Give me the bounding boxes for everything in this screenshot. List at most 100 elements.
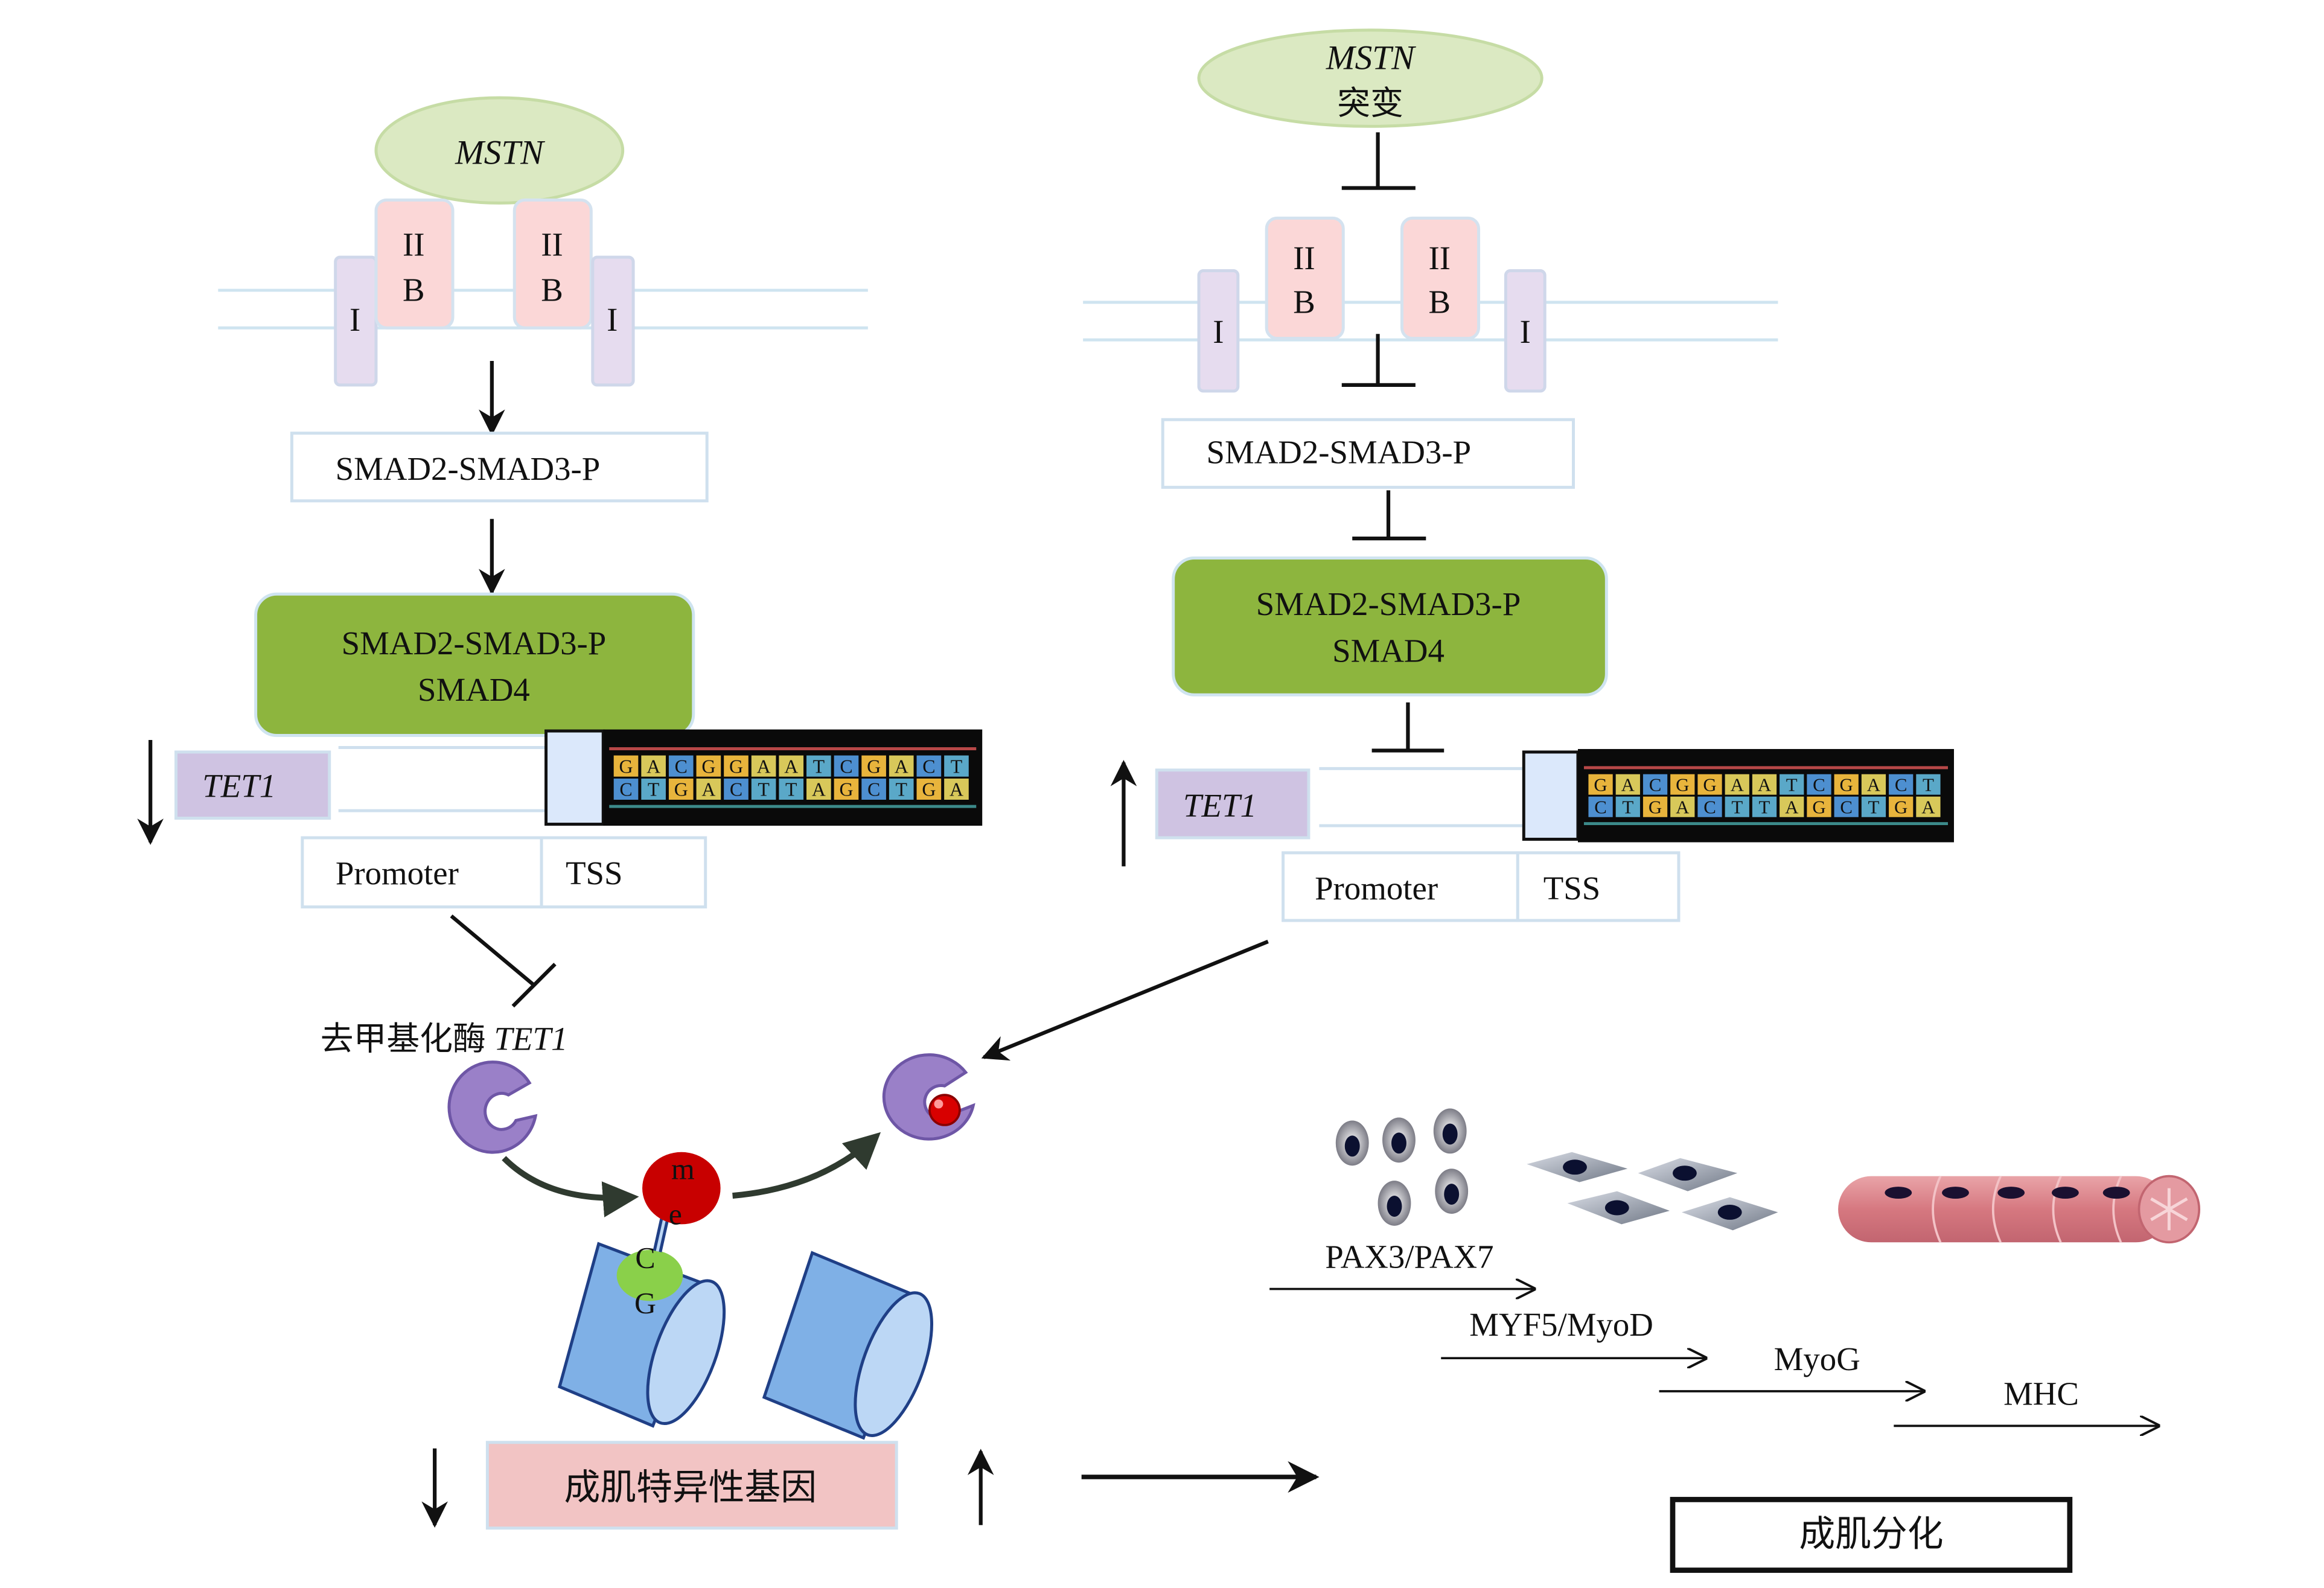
dna-base-bottom-letter: C [619,779,632,800]
dna-base-bottom [1642,796,1668,817]
differentiation-box [1670,1497,2073,1573]
left-inhibit-bar [511,963,557,1008]
marker-pax3-pax7: PAX3/PAX7 [1325,1239,1493,1275]
dna-base-bottom [1615,796,1640,817]
dna-base-bottom-letter: A [950,779,963,800]
dna-base-bottom [1588,796,1613,817]
dna-base-top [1615,774,1640,795]
dna-base-bottom-letter: T [758,779,769,800]
dna-base-bottom-letter: A [701,779,715,800]
tet1-enzyme-icon-bound [882,1053,975,1141]
dna-base-top [806,755,831,777]
methyl-group-icon [642,1152,721,1225]
right-receptor-iib-2 [1400,216,1481,340]
dna-base-bottom-letter: G [674,779,688,800]
left-smad-p-label: SMAD2-SMAD3-P [336,450,601,487]
enzyme-approach-arrow [502,1156,639,1217]
dna-base-top [1588,774,1613,795]
dna-base-bottom [806,778,831,800]
dna-base-top [1889,774,1914,795]
right-panel: MSTN 突变 I II B II B I SMAD2-SMAD3-P SMAD… [981,28,1954,1061]
dna-base-top [613,755,639,777]
dna-base-top-letter: G [1594,774,1607,795]
dna-base-bottom [1752,796,1777,817]
dna-base-top [641,755,666,777]
myogenic-genes-label: 成肌特异性基因 [564,1467,817,1507]
dna-base-top [668,755,694,777]
dna-base-top-letter: G [619,756,633,777]
dna-base-top [944,755,969,777]
dna-base-top-letter: A [757,756,771,777]
dna-base-top-letter: A [1621,774,1635,795]
dna-base-top-letter: G [1840,774,1853,795]
dna-base-top-letter: G [1703,774,1716,795]
dna-base-bottom-letter: C [1594,797,1607,818]
dna-base-bottom-letter: T [1759,797,1770,818]
dna-base-top-letter: A [1731,774,1745,795]
right-promoter-block [1522,750,1580,841]
dna-base-top-letter: T [1786,774,1798,795]
cpg-site-icon [616,1249,683,1301]
dna-base-top [724,755,749,777]
left-tet1-box [174,750,331,820]
right-receptor-i-2-label: I [1520,313,1531,350]
dna-base-top-letter: T [1923,774,1934,795]
dna-base-bottom-letter: T [1622,797,1633,818]
demethylation-scene: m e C G 成肌特异性基因 [421,1053,1320,1530]
dna-base-bottom-letter: T [648,779,659,800]
dna-base-bottom [861,778,886,800]
myoblasts-icon [1527,1152,1778,1231]
dna-base-bottom-letter: G [1894,797,1907,818]
dna-base-bottom-letter: C [867,779,880,800]
left-receptor-i-2-label: I [607,301,618,338]
left-panel: MSTN I II B II B I SMAD2-SMAD3-P SMAD2-S… [137,96,983,1057]
released-methyl-highlight [934,1099,943,1109]
right-tet1-label: TET1 [1183,787,1257,824]
marker-mhc: MHC [2003,1375,2079,1412]
right-mutation-label: 突变 [1337,85,1403,121]
dna-base-bottom-letter: C [1840,797,1853,818]
dna-base-bottom-letter: A [1676,797,1690,818]
dna-base-top-letter: A [784,756,798,777]
left-promoter-block [544,729,605,826]
left-tss-box [540,836,707,909]
dna-base-bottom [724,778,749,800]
dna-base-bottom-letter: T [1868,797,1880,818]
marker-myf5-myod: MYF5/MyoD [1469,1306,1653,1343]
cpg-letter-g: G [634,1286,656,1319]
right-tss-box [1516,851,1681,922]
dna-base-top [1916,774,1941,795]
right-receptor-iib-1 [1265,216,1345,340]
nucleosome-2 [762,1251,933,1440]
right-receptor-iib-2-bottom: B [1428,283,1451,320]
methyl-letter-m: m [671,1153,695,1186]
dna-base-top [1861,774,1886,795]
dna-base-top-letter: A [1758,774,1772,795]
dna-base-top [751,755,776,777]
dna-base-bottom [641,778,666,800]
dna-base-bottom [1780,796,1804,817]
dna-base-top-letter: C [675,756,688,777]
left-promoter-label: Promoter [336,855,459,891]
left-complex-line1: SMAD2-SMAD3-P [342,625,607,662]
right-mstn-label: MSTN [1326,39,1416,77]
right-arrow-to-enzyme [981,940,1269,1061]
dna-base-bottom-letter: G [839,779,853,800]
dna-base-bottom-letter: T [785,779,797,800]
dna-base-bottom-letter: C [730,779,742,800]
myogenesis-panel: PAX3/PAX7 MYF5/MyoD MyoG MHC 成肌分化 [1269,1108,2201,1573]
right-receptor-iib-1-top: II [1293,240,1315,276]
demethylase-label: 去甲基化酶 TET1 [321,1020,568,1057]
right-receptor-i-1-label: I [1213,313,1224,350]
left-tet1-label: TET1 [202,768,276,805]
dna-base-top [916,755,942,777]
right-smad-complex [1172,556,1608,697]
left-complex-line2: SMAD4 [418,671,530,708]
dna-base-bottom-letter: G [1649,797,1662,818]
dna-background [1578,748,1954,843]
dna-base-bottom [1916,796,1941,817]
dna-base-bottom [1889,796,1914,817]
dna-base-top-letter: C [922,756,935,777]
